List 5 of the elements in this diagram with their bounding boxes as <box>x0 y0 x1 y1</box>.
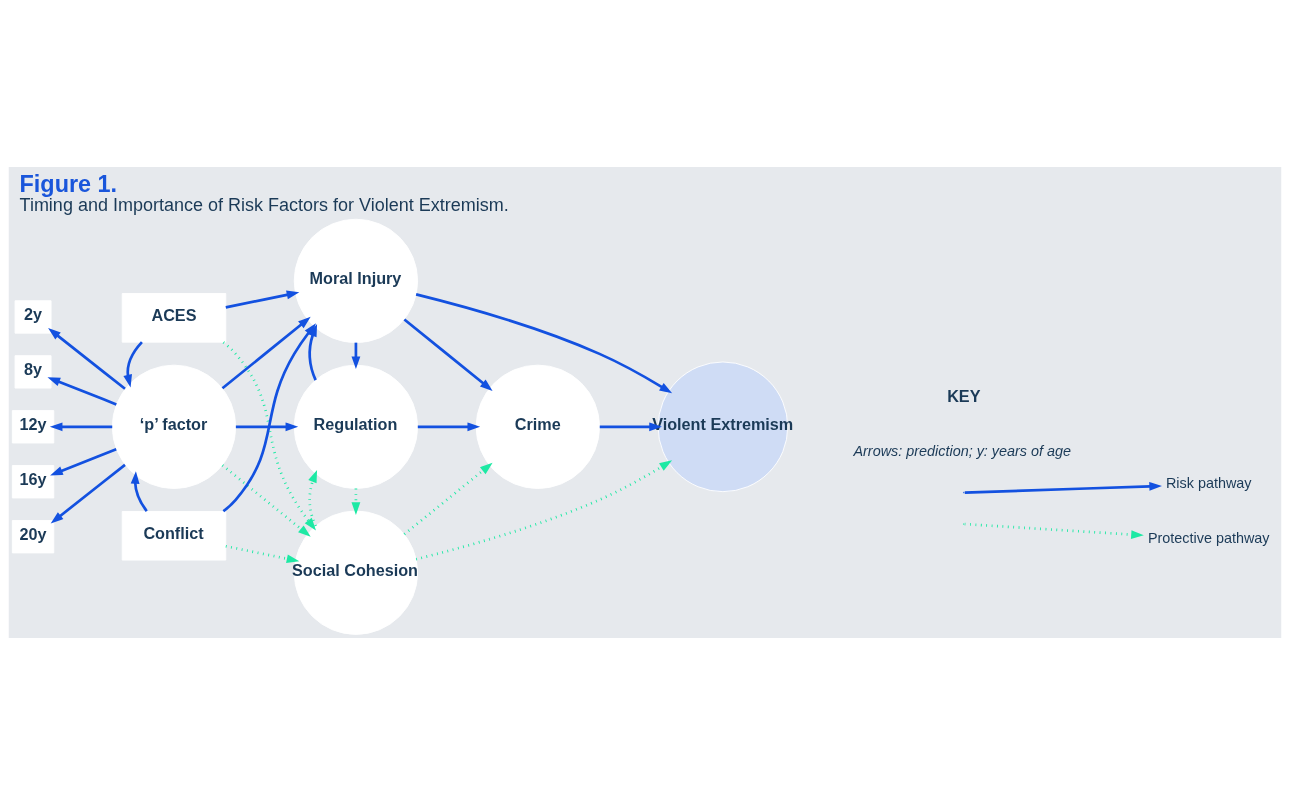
legend-label: Risk pathway <box>1165 474 1252 491</box>
legend-label: Protective pathway <box>1147 529 1270 546</box>
diagram-title: Figure 1. <box>19 170 118 197</box>
label: KEY <box>947 386 981 405</box>
label: Arrows: prediction; y: years of age <box>853 442 1072 459</box>
